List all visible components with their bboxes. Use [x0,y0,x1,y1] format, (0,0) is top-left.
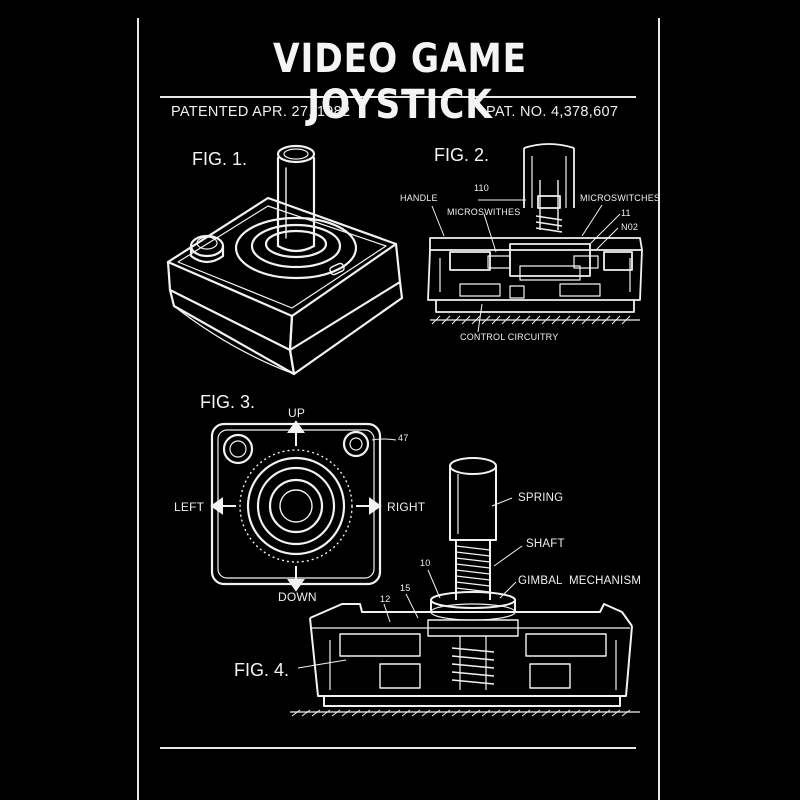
fig4-ref-15: 15 [400,583,411,593]
fig4-ref-12: 12 [380,594,391,604]
footer-divider [160,747,636,749]
fig4-spring-label: SPRING [518,492,564,504]
fig2-ref-n02: N02 [621,222,639,232]
fig3-left-label: LEFT [174,500,205,514]
frame-left-line [137,18,139,800]
fig4-label: FIG. 4. [234,660,290,680]
fig2-control-circuitry-label: CONTROL CIRCUITRY [460,332,559,342]
fig1-label: FIG. 1. [192,149,248,169]
fig2-microswitches-left-label: MICROSWITHES [447,207,521,217]
frame-right-line [658,18,660,800]
fig2-ref-110: 110 [474,183,489,193]
patented-date: PATENTED APR. 27, 1982 [171,104,351,120]
fig3-ref-47: 47 [398,433,409,443]
fig3-label: FIG. 3. [200,392,256,412]
fig2-label: FIG. 2. [434,145,490,165]
fig4-shaft-label: SHAFT [526,538,565,550]
header-divider [160,96,636,98]
fig2-microswitches-right-label: MICROSWITCHES [580,193,661,203]
fig4-ref-10: 10 [420,558,431,568]
fig3-down-label: DOWN [278,590,317,604]
fig4-gimbal-mechanism-label: GIMBAL MECHANISM [518,575,642,587]
fig2-handle-label: HANDLE [400,193,438,203]
fig3-up-label: UP [288,406,306,420]
fig2-ref-11: 11 [621,208,631,218]
fig3-right-label: RIGHT [387,500,426,514]
page-title: VIDEO GAME JOYSTICK [273,36,527,128]
patent-number: PAT. NO. 4,378,607 [486,104,619,120]
